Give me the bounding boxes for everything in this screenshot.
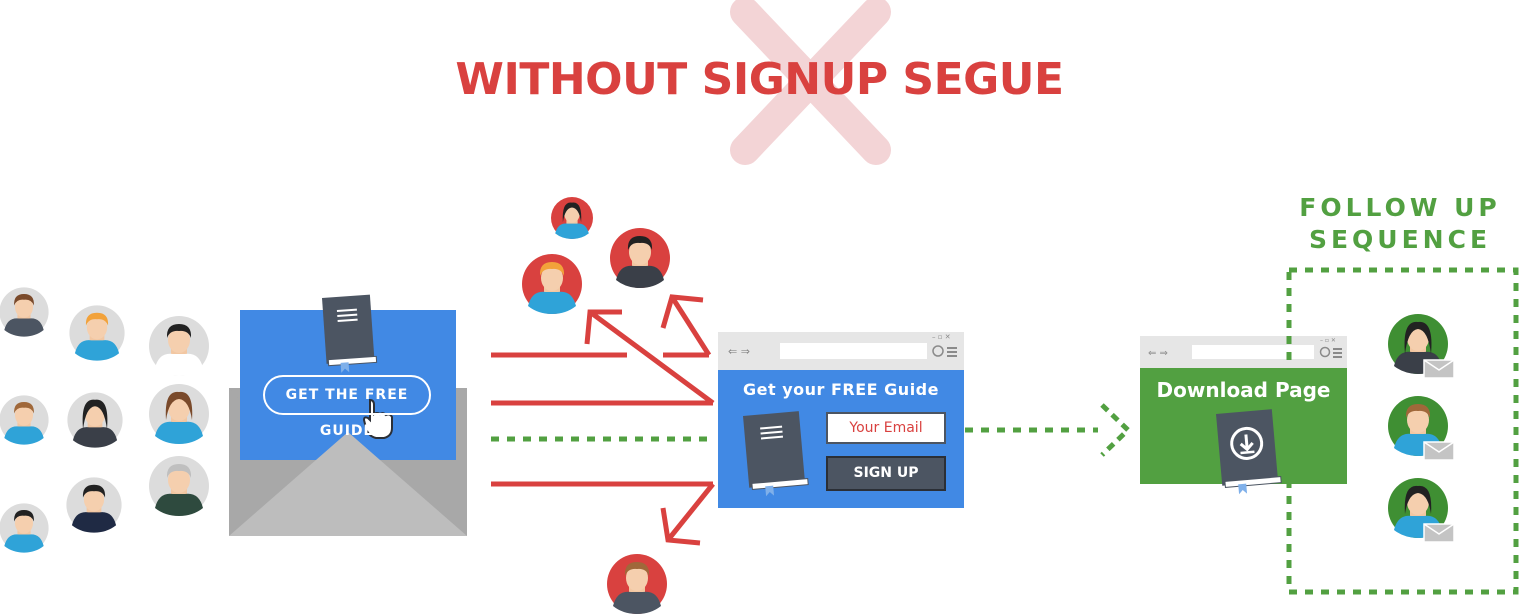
book-icon bbox=[322, 294, 378, 373]
follow-up-box bbox=[1286, 267, 1519, 595]
cross-icon bbox=[730, 0, 891, 165]
svg-text:– ▫ ✕: – ▫ ✕ bbox=[932, 333, 951, 341]
audience-avatars bbox=[0, 287, 209, 553]
get-free-guide-button[interactable]: GET THE FREE GUIDE bbox=[263, 375, 431, 439]
avatar-icon bbox=[149, 384, 209, 444]
avatar-icon bbox=[66, 477, 122, 533]
sign-up-button[interactable]: SIGN UP bbox=[826, 456, 946, 491]
envelope-icon bbox=[229, 310, 467, 536]
avatar-icon bbox=[149, 456, 209, 516]
avatar-icon bbox=[607, 554, 667, 614]
avatar-icon bbox=[610, 228, 670, 288]
avatar-icon bbox=[551, 197, 593, 239]
follow-up-label-line1: FOLLOW UP bbox=[1299, 193, 1501, 222]
green-dotted-line bbox=[491, 403, 1132, 457]
avatar-icon bbox=[67, 392, 123, 448]
svg-text:– ▫ ✕: – ▫ ✕ bbox=[1320, 337, 1336, 344]
follow-up-label-line2: SEQUENCE bbox=[1308, 225, 1492, 254]
subscriber-avatars bbox=[1388, 314, 1455, 543]
avatar-icon bbox=[0, 503, 49, 553]
download-page-title: Download Page bbox=[1156, 378, 1331, 402]
page-title: WITHOUT SIGNUP SEGUE bbox=[455, 54, 1064, 105]
avatar-icon bbox=[522, 254, 582, 314]
red-bounce-arrows bbox=[491, 294, 715, 546]
avatar-icon bbox=[0, 395, 49, 445]
mail-icon bbox=[1423, 523, 1455, 543]
avatar-icon bbox=[0, 287, 49, 337]
svg-text:⇐ ⇒: ⇐ ⇒ bbox=[1148, 348, 1168, 359]
avatar-icon bbox=[69, 305, 125, 361]
mail-icon bbox=[1423, 441, 1455, 461]
signup-window-title: Get your FREE Guide bbox=[743, 380, 939, 399]
svg-text:⇐ ⇒: ⇐ ⇒ bbox=[728, 345, 750, 358]
book-icon bbox=[743, 411, 809, 497]
lost-avatars bbox=[522, 197, 670, 614]
mail-icon bbox=[1423, 359, 1455, 379]
book-icon bbox=[1216, 409, 1282, 495]
email-field[interactable] bbox=[826, 412, 946, 444]
download-icon bbox=[1230, 426, 1264, 460]
download-browser-window: ⇐ ⇒ – ▫ ✕ bbox=[1140, 336, 1347, 495]
avatar-icon bbox=[149, 316, 209, 376]
arrow-icon bbox=[1100, 403, 1132, 457]
